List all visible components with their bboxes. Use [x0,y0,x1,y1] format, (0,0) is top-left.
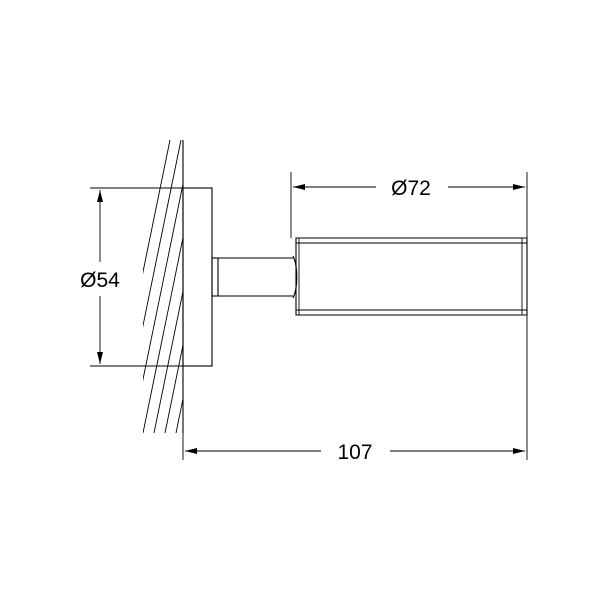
hatch-line [175,396,183,433]
hatch-line [153,289,183,433]
hatch-line [187,140,247,433]
holder-stem [218,257,293,297]
mount-collar [211,257,219,297]
hatch-line [198,140,258,433]
wall-hatching [143,140,291,433]
dimension-holder-diameter: Ø72 [290,172,528,238]
hatch-line [143,140,171,275]
holder-cylinder-rim [296,238,527,315]
dimension-label-holder: Ø72 [391,177,431,200]
holder-cylinder-end [292,255,298,299]
hatch-line [220,140,280,433]
dimension-label-mount: Ø54 [80,269,120,292]
dimension-total-length: 107 [182,315,528,464]
dimension-label-length: 107 [337,441,372,464]
wall-rosette [182,187,213,367]
hatch-line [164,342,183,433]
holder-cylinder [295,237,528,316]
hatch-line [231,140,291,433]
dimension-mount-diameter: Ø54 [80,187,183,367]
hatch-line [143,235,183,433]
hatch-line [143,181,183,382]
hatch-line [143,140,182,328]
